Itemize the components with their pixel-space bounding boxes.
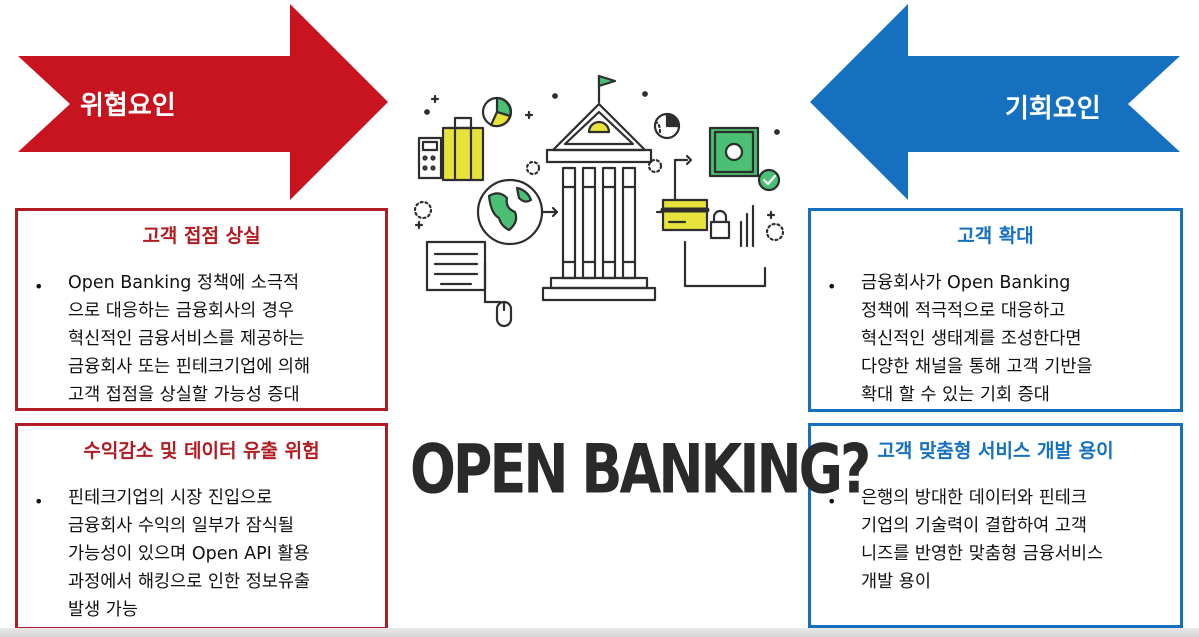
threat-arrow — [18, 4, 388, 200]
card-body: 핀테크기업의 시장 진입으로 금융회사 수익의 일부가 잠식될 가능성이 있으며… — [68, 484, 310, 624]
card-line: 은행의 방대한 데이터와 핀테크 — [861, 488, 1087, 508]
threat-card-customer-contact: 고객 접점 상실 • Open Banking 정책에 소극적 으로 대응하는 … — [15, 208, 388, 411]
card-body: 금융회사가 Open Banking 정책에 적극적으로 대응하고 혁신적인 생… — [861, 269, 1093, 409]
card-line: 혁신적인 금융서비스를 제공하는 — [68, 329, 305, 349]
card-line: Open Banking 정책에 소극적 — [68, 273, 300, 293]
card-line: 가능성이 있으며 Open API 활용 — [68, 544, 310, 564]
credit-card-icon — [660, 198, 710, 232]
keyboard-icon — [425, 240, 502, 304]
card-line: 혁신적인 생태계를 조성한다면 — [861, 329, 1082, 349]
bar-chart-icon — [739, 204, 755, 248]
card-line: 금융회사 수익의 일부가 잠식될 — [68, 516, 294, 536]
pie-chart-icon — [481, 96, 513, 128]
card-line: 금융회사가 Open Banking — [861, 273, 1071, 293]
card-title: 고객 접점 상실 — [142, 225, 261, 247]
card-line: 확대 할 수 있는 기회 증대 — [861, 385, 1050, 405]
bullet: • — [827, 277, 837, 296]
card-line: 과정에서 해킹으로 인한 정보유출 — [68, 572, 311, 592]
bank-building-icon — [541, 74, 657, 302]
card-line: 기업의 기술력이 결합하여 고객 — [861, 516, 1087, 536]
cash-icon — [708, 126, 760, 178]
card-title: 고객 확대 — [957, 225, 1034, 247]
briefcase-icon — [441, 116, 485, 182]
card-body: Open Banking 정책에 소극적 으로 대응하는 금융회사의 경우 혁신… — [68, 269, 310, 409]
bullet: • — [34, 492, 44, 511]
open-banking-title: OPEN BANKING? — [410, 430, 871, 509]
card-line: 으로 대응하는 금융회사의 경우 — [68, 301, 294, 321]
card-line: 개발 용이 — [861, 572, 931, 592]
card-body: 은행의 방대한 데이터와 핀테크 기업의 기술력이 결합하여 고객 니즈를 반영… — [861, 484, 1103, 596]
card-line: 니즈를 반영한 맞춤형 금융서비스 — [861, 544, 1104, 564]
threat-label: 위협요인 — [80, 91, 176, 121]
threat-card-revenue-data: 수익감소 및 데이터 유출 위험 • 핀테크기업의 시장 진입으로 금융회사 수… — [15, 423, 388, 630]
card-title: 수익감소 및 데이터 유출 위험 — [83, 440, 320, 462]
card-line: 다양한 채널을 통해 고객 기반을 — [861, 357, 1093, 377]
bullet: • — [34, 277, 44, 296]
checkmark-icon — [757, 168, 781, 192]
calculator-icon — [417, 136, 443, 180]
card-line: 금융회사 또는 핀테크기업에 의해 — [68, 357, 311, 377]
mouse-icon — [495, 300, 513, 328]
card-line: 핀테크기업의 시장 진입으로 — [68, 488, 273, 508]
padlock-icon — [709, 209, 731, 240]
opportunity-card-customer-expansion: 고객 확대 • 금융회사가 Open Banking 정책에 적극적으로 대응하… — [808, 208, 1183, 412]
globe-icon — [476, 178, 544, 246]
card-line: 정책에 적극적으로 대응하고 — [861, 301, 1066, 321]
opportunity-arrow — [810, 4, 1180, 200]
card-title: 고객 맞춤형 서비스 개발 용이 — [877, 440, 1114, 462]
bottom-divider — [0, 628, 1199, 637]
bullet: • — [827, 492, 837, 511]
opportunity-card-custom-service: 고객 맞춤형 서비스 개발 용이 • 은행의 방대한 데이터와 핀테크 기업의 … — [808, 423, 1183, 628]
opportunity-label: 기회요인 — [1005, 94, 1101, 124]
card-line: 발생 가능 — [68, 600, 138, 620]
card-line: 고객 접점을 상실할 가능성 증대 — [68, 385, 300, 405]
chart-icon — [653, 112, 681, 140]
open-banking-illustration — [413, 74, 785, 328]
